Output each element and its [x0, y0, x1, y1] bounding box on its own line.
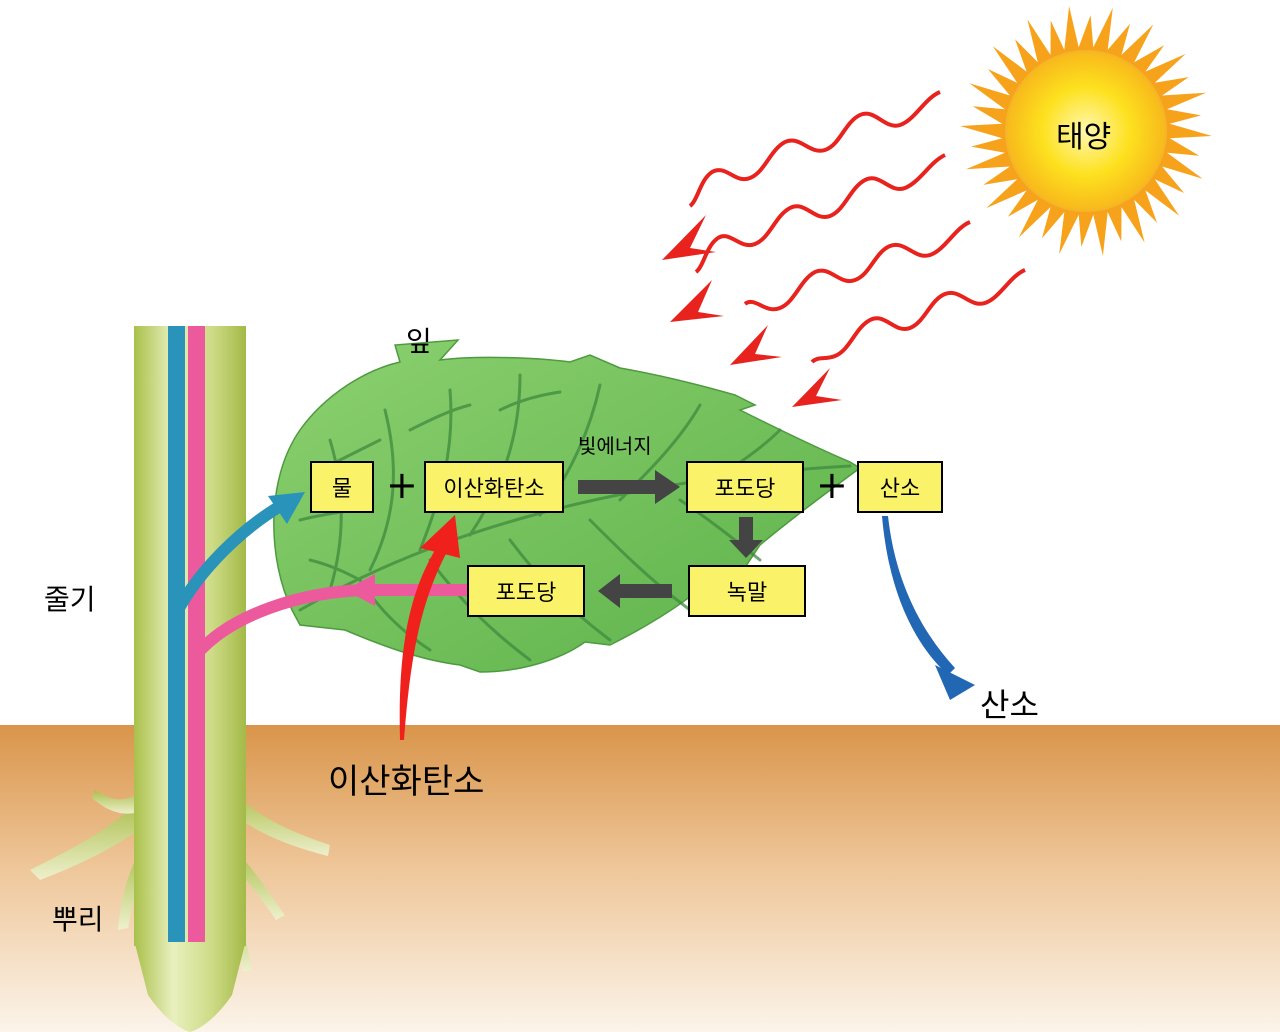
glucose-output-box-label: 포도당 — [495, 581, 557, 606]
oxygen-box-label: 산소 — [879, 477, 921, 502]
leaf-label: 잎 — [406, 325, 432, 358]
co2-box-label: 이산화탄소 — [443, 477, 545, 502]
phloem-line — [188, 326, 205, 942]
plus-sign: + — [816, 463, 848, 507]
glucose-box-label: 포도당 — [714, 477, 776, 502]
light-ray-heads — [662, 215, 842, 407]
oxygen-arrow — [882, 516, 955, 675]
starch-box: 녹말 — [688, 565, 806, 617]
root-label: 뿌리 — [52, 903, 104, 936]
water-arrow — [172, 499, 286, 613]
light-rays — [688, 90, 1026, 364]
plus-sign: + — [386, 463, 418, 507]
water-box-label: 물 — [331, 477, 353, 502]
xylem-line — [168, 326, 185, 942]
water-box: 물 — [310, 461, 374, 513]
starch-box-label: 녹말 — [726, 581, 768, 606]
light-energy-label: 빛에너지 — [578, 434, 652, 458]
oxygen-box: 산소 — [857, 461, 943, 513]
sun-label: 태양 — [1056, 120, 1112, 155]
co2-box: 이산화탄소 — [424, 461, 564, 513]
sun — [960, 6, 1212, 256]
stem-label: 줄기 — [44, 583, 96, 616]
glucose-output-box: 포도당 — [467, 565, 585, 617]
co2-arrow — [399, 535, 455, 740]
process-arrows — [578, 470, 763, 608]
glucose-box: 포도당 — [686, 461, 804, 513]
oxygen-out-label: 산소 — [980, 686, 1039, 724]
co2-in-label: 이산화탄소 — [328, 762, 485, 802]
